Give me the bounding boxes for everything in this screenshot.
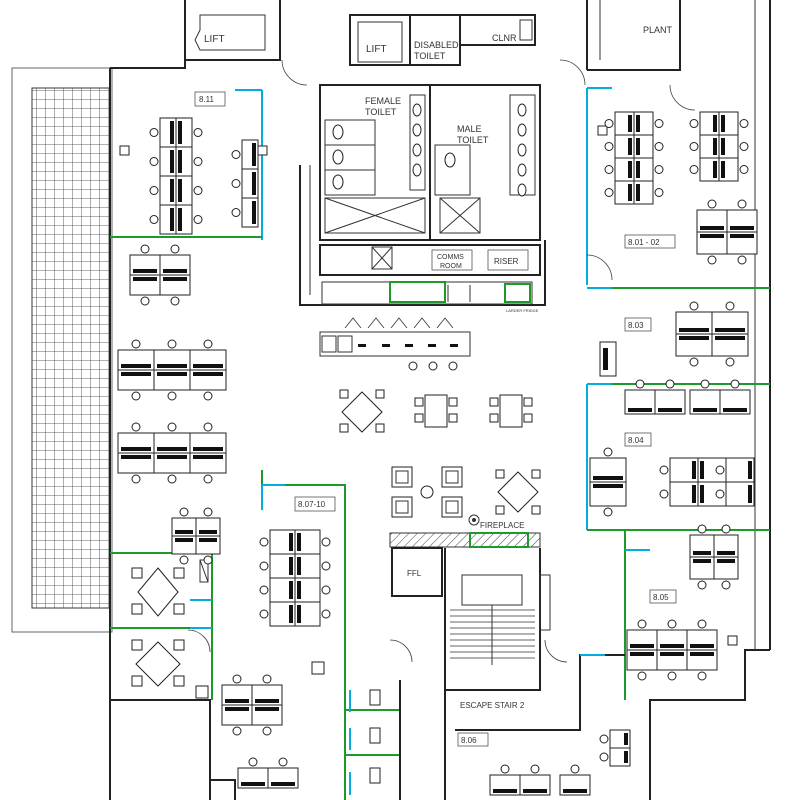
room-label-8-04: 8.04 <box>628 436 644 445</box>
room-label-8-05: 8.05 <box>653 593 669 602</box>
room-label-8-03: 8.03 <box>628 321 644 330</box>
room-label-8-11: 8.11 <box>199 95 215 104</box>
terrace <box>11 67 113 633</box>
comms-room-label-2: ROOM <box>440 263 462 270</box>
disabled-toilet-label-2: TOILET <box>414 51 446 61</box>
room-label-8-07-10: 8.07-10 <box>298 500 326 509</box>
plant-label: PLANT <box>643 25 673 35</box>
room-label-8-06: 8.06 <box>461 736 477 745</box>
disabled-toilet-label-1: DISABLED <box>414 40 459 50</box>
fireplace-label: FIREPLACE <box>480 521 524 530</box>
room-8-07-10 <box>110 447 401 800</box>
workstations <box>117 111 758 796</box>
comms-room-label-1: COMMS <box>437 254 464 261</box>
ffl-label: FFL <box>407 569 422 578</box>
female-toilet-label-2: TOILET <box>365 107 397 117</box>
escape-stair-label: ESCAPE STAIR 2 <box>460 701 525 710</box>
doors <box>187 59 696 663</box>
male-toilet-label-2: TOILET <box>457 135 489 145</box>
core <box>184 0 546 306</box>
male-toilet-label-1: MALE <box>457 124 482 134</box>
stair-core <box>389 514 625 800</box>
room-8-11 <box>110 89 268 240</box>
larder-fridge-label: LARDER FRIDGE <box>506 308 539 313</box>
cleaner-label: CLNR <box>492 33 517 43</box>
lift-left-label: LIFT <box>204 34 225 45</box>
room-label-8-01-02: 8.01 - 02 <box>628 238 660 247</box>
breakout-furniture <box>131 317 541 687</box>
riser-label: RISER <box>494 257 519 266</box>
labels: LIFT LIFT DISABLED TOILET CLNR PLANT FEM… <box>199 25 673 745</box>
lift-center-label: LIFT <box>366 44 387 55</box>
female-toilet-label-1: FEMALE <box>365 96 401 106</box>
